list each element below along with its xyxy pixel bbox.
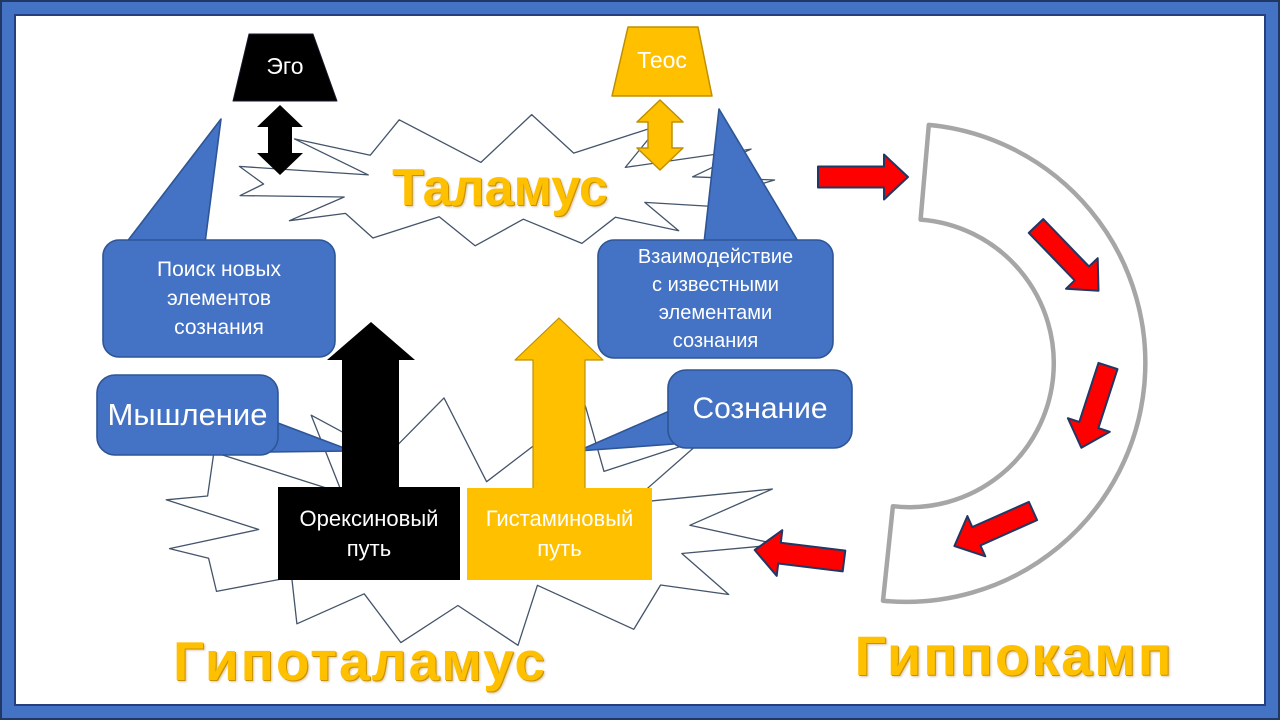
ego-trapezoid (232, 33, 338, 102)
theos-trapezoid (611, 26, 713, 97)
orexin-box (278, 487, 460, 580)
ego-thalamus-double-arrow (257, 105, 303, 175)
callout-consciousness-bubble (667, 369, 853, 449)
red-arrow-arc-upper (1027, 218, 1100, 292)
callout-search-bubble (102, 239, 336, 358)
red-arrow-to-hypothalamus (753, 529, 847, 577)
red-arrow-to-arc (817, 153, 909, 201)
theos-thalamus-double-arrow (636, 99, 684, 171)
callout-interaction-bubble (597, 239, 834, 359)
hippocampus-arc (880, 122, 1148, 605)
red-arrow-arc-middle (1066, 361, 1119, 449)
orexin-up-arrow (327, 322, 415, 489)
red-arrow-arc-lower (953, 500, 1039, 558)
histamine-box (467, 488, 652, 580)
callout-thinking-bubble (96, 374, 279, 456)
